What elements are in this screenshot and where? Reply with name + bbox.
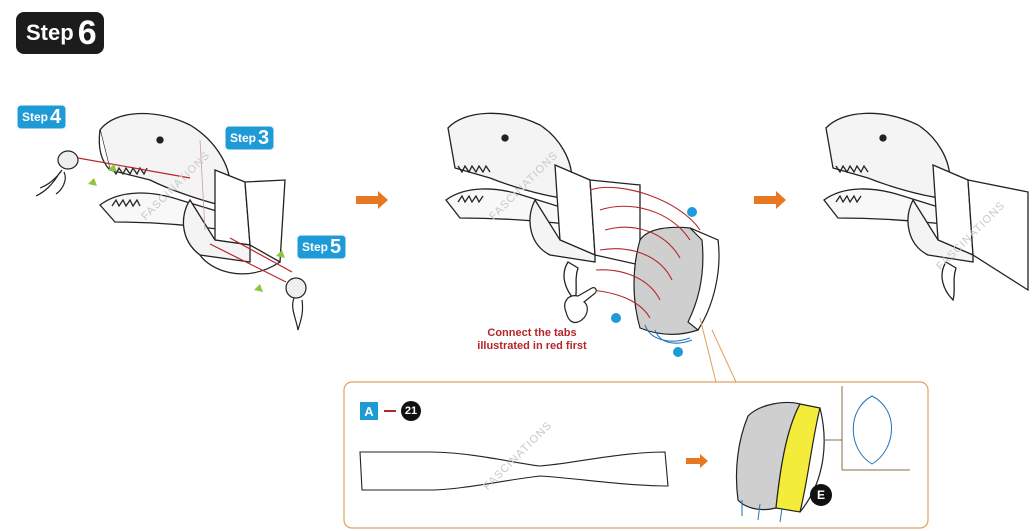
- callout-word: Step: [302, 240, 328, 254]
- neck-band-piece: [634, 227, 719, 334]
- callout-step4: Step 4: [16, 104, 67, 130]
- step-badge-number: 6: [78, 16, 97, 50]
- arm-part-step4: [36, 151, 78, 196]
- step-badge-word: Step: [26, 20, 74, 46]
- part-dash: [384, 410, 396, 412]
- step-badge: Step 6: [16, 12, 104, 54]
- callout-number: 4: [50, 107, 61, 127]
- part-number-badge: 21: [401, 401, 421, 421]
- detail-pointer-line: [700, 318, 736, 382]
- part-letter-badge: A: [360, 402, 378, 420]
- callout-number: 5: [330, 237, 341, 257]
- callout-step3: Step 3: [224, 125, 275, 151]
- instruction-line-1: Connect the tabs: [452, 327, 612, 340]
- callout-word: Step: [22, 110, 48, 124]
- callout-step5: Step 5: [296, 234, 347, 260]
- callout-word: Step: [230, 131, 256, 145]
- callout-number: 3: [258, 128, 269, 148]
- process-arrow-1: [356, 191, 388, 209]
- arm-part-step5: [286, 278, 306, 330]
- instruction-note: Connect the tabs illustrated in red firs…: [452, 327, 612, 353]
- trex-head-assembly: [446, 113, 640, 300]
- label-e-badge: E: [810, 484, 832, 506]
- process-arrow-2: [754, 191, 786, 209]
- instruction-line-2: illustrated in red first: [452, 340, 612, 353]
